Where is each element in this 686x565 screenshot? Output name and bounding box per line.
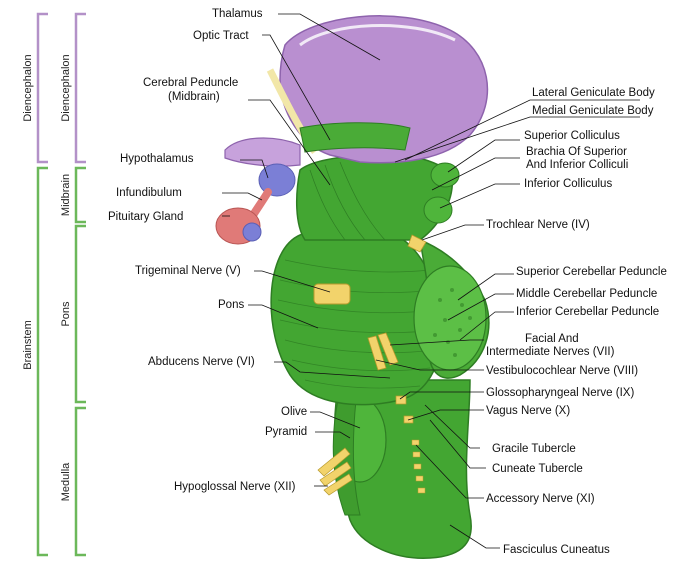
label-inferior-cerebellar-peduncle: Inferior Cerebellar Peduncle [516,306,659,318]
inferior-colliculus-shape [424,197,452,223]
label-superior-cerebellar-peduncle: Superior Cerebellar Peduncle [516,266,667,278]
label-medial-geniculate: Medial Geniculate Body [532,105,654,117]
diencephalon-outer-label: Diencephalon [22,54,34,121]
label-middle-cerebellar-peduncle: Middle Cerebellar Peduncle [516,288,657,300]
diencephalon-inner-bracket [76,14,86,162]
label-trochlear-nerve: Trochlear Nerve (IV) [486,219,590,231]
label-trigeminal-nerve: Trigeminal Nerve (V) [135,265,241,277]
label-cerebral-peduncle-1: Cerebral Peduncle [143,77,238,89]
trigeminal-nerve-shape [314,284,350,304]
label-hypoglossal-nerve: Hypoglossal Nerve (XII) [174,481,296,493]
right-labels: Lateral Geniculate Body Medial Geniculat… [486,87,667,556]
brain-illustration [216,16,489,558]
label-vagus-nerve: Vagus Nerve (X) [486,405,570,417]
label-brachia-2: And Inferior Colliculi [526,159,628,171]
medulla-bracket-line [76,408,86,555]
diencephalon-outer-bracket [38,14,48,162]
label-pituitary-gland: Pituitary Gland [108,211,183,223]
midbrain-label: Midbrain [60,174,72,216]
pons-bracket [76,226,86,402]
midbrain-bracket-line [76,168,86,222]
pituitary-posterior [243,223,261,241]
label-abducens-nerve: Abducens Nerve (VI) [148,356,255,368]
label-facial-nerve-2: Intermediate Nerves (VII) [486,346,615,358]
label-glossopharyngeal-nerve: Glossopharyngeal Nerve (IX) [486,387,634,399]
label-pyramid: Pyramid [265,426,307,438]
label-cerebral-peduncle-2: (Midbrain) [168,91,220,103]
label-infundibulum: Infundibulum [116,187,182,199]
label-accessory-nerve: Accessory Nerve (XI) [486,493,595,505]
label-gracile-tubercle: Gracile Tubercle [492,443,576,455]
label-brachia-1: Brachia Of Superior [526,146,627,158]
label-pons: Pons [218,299,244,311]
label-thalamus: Thalamus [212,8,263,20]
label-vestibulocochlear-nerve: Vestibulocochlear Nerve (VIII) [486,365,638,377]
label-optic-tract: Optic Tract [193,30,249,42]
diencephalon-outer-bracket-line [38,14,48,162]
pons-bracket-line [76,226,86,402]
label-olive: Olive [281,406,307,418]
geniculate-band [300,123,410,152]
medulla-label: Medulla [60,462,72,501]
medulla-bracket [76,408,86,555]
label-inferior-colliculus: Inferior Colliculus [524,178,612,190]
label-superior-colliculus: Superior Colliculus [524,130,620,142]
label-lateral-geniculate: Lateral Geniculate Body [532,87,655,99]
brainstem-label: Brainstem [22,320,34,370]
label-cuneate-tubercle: Cuneate Tubercle [492,463,583,475]
brainstem-bracket [38,168,48,555]
diencephalon-inner-label: Diencephalon [60,54,72,121]
brainstem-bracket-line [38,168,48,555]
midbrain-bracket [76,168,86,222]
label-facial-nerve-1: Facial And [525,333,579,345]
label-fasciculus-cuneatus: Fasciculus Cuneatus [503,544,610,556]
pons-label: Pons [60,301,72,327]
middle-peduncle-shape [414,266,486,370]
label-hypothalamus: Hypothalamus [120,153,194,165]
diencephalon-inner-bracket-line [76,14,86,162]
